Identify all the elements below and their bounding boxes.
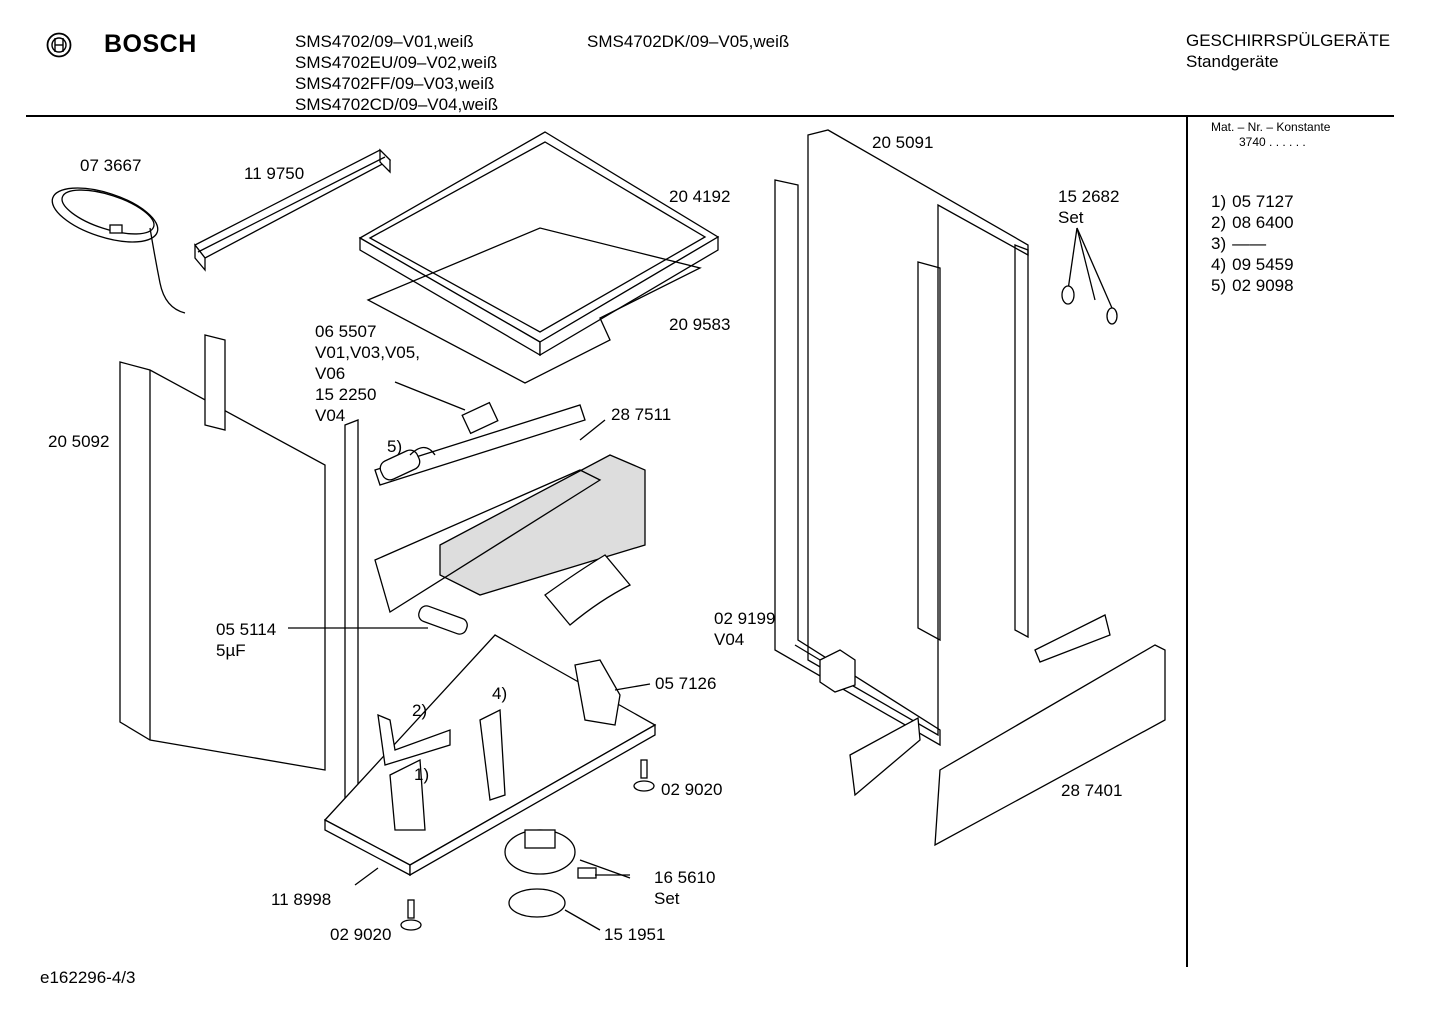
- model-list-primary: SMS4702/09–V01,weiß SMS4702EU/09–V02,wei…: [295, 31, 498, 115]
- part-label-119750: 11 9750: [244, 164, 305, 183]
- ref-label-5: 5): [387, 437, 403, 456]
- list-item-key: 2): [1211, 213, 1227, 232]
- control-housing-part: [374, 404, 646, 614]
- part-label-line: 15 2682: [1058, 187, 1120, 206]
- note-line: Mat. – Nr. – Konstante: [1211, 120, 1331, 134]
- switch-part: [461, 401, 499, 435]
- worktop-part: [358, 131, 720, 357]
- list-item-key: 5): [1211, 276, 1227, 295]
- part-label-line: V04: [315, 406, 346, 425]
- air-duct-part: [544, 554, 632, 626]
- list-item-value: ——: [1232, 234, 1267, 253]
- part-label-204192: 20 4192: [669, 187, 731, 206]
- part-label-205091: 20 5091: [872, 133, 934, 152]
- bosch-armature-icon: [46, 32, 72, 58]
- list-item-value: 02 9098: [1232, 276, 1294, 295]
- power-cord-part: [51, 187, 186, 314]
- part-label-205092: 20 5092: [48, 432, 110, 451]
- part-label-209583: 20 9583: [669, 315, 731, 334]
- category-title: GESCHIRRSPÜLGERÄTE Standgeräte: [1186, 30, 1390, 72]
- bracket-right-lower-part: [849, 716, 921, 797]
- part-label-029199: 02 9199 V04: [714, 608, 775, 650]
- part-label-055114: 05 5114 5µF: [216, 619, 276, 661]
- sidebar-divider: [1186, 117, 1188, 967]
- mounting-rail-part: [194, 148, 392, 272]
- list-item-key: 4): [1211, 255, 1227, 274]
- part-label-287401: 28 7401: [1061, 781, 1123, 800]
- leader-lines: [288, 381, 821, 931]
- relay-part: [819, 649, 856, 693]
- part-label-029020-right: 02 9020: [661, 780, 723, 799]
- ref-label-2: 2): [412, 701, 428, 720]
- front-frame-part: [204, 334, 359, 806]
- bracket-2-part: [377, 713, 451, 766]
- header-divider: [26, 115, 1394, 117]
- model-line: SMS4702DK/09–V05,weiß: [587, 32, 790, 51]
- adjustable-foot-right-part: [633, 759, 655, 792]
- note-line: 3740 . . . . . .: [1239, 135, 1306, 149]
- ref-label-1: 1): [414, 765, 430, 784]
- part-label-287511: 28 7511: [611, 405, 672, 424]
- list-item-value: 05 7127: [1232, 192, 1294, 211]
- material-number-note: Mat. – Nr. – Konstante 3740 . . . . . .: [1211, 120, 1330, 150]
- category-line: GESCHIRRSPÜLGERÄTE: [1186, 31, 1391, 50]
- list-item-key: 1): [1211, 192, 1227, 211]
- model-line: SMS4702CD/09–V04,weiß: [295, 95, 499, 114]
- part-label-line: V04: [714, 630, 745, 649]
- part-label-line: Set: [1058, 208, 1084, 227]
- list-item: 2) 08 6400: [1211, 212, 1294, 233]
- part-label-line: 02 9199: [714, 609, 776, 628]
- part-label-line: V01,V03,V05,: [315, 343, 420, 362]
- list-item-value: 08 6400: [1232, 213, 1294, 232]
- screw-set-part: [1061, 227, 1118, 325]
- pump-part: [504, 829, 597, 879]
- part-label-line: 16 5610: [654, 868, 716, 887]
- part-label-line: Set: [654, 889, 680, 908]
- part-label-line: 05 5114: [216, 620, 277, 639]
- part-label-152682: 15 2682 Set: [1058, 186, 1119, 228]
- frame-right-part: [774, 129, 1029, 747]
- model-list-secondary: SMS4702DK/09–V05,weiß: [587, 31, 789, 52]
- filter-disc-part: [508, 888, 566, 918]
- part-label-165610: 16 5610 Set: [654, 867, 715, 909]
- part-label-118998: 11 8998: [271, 890, 332, 909]
- reference-list: 1) 05 7127 2) 08 6400 3) —— 4) 09 5459 5) 02 …: [1211, 191, 1294, 296]
- list-item-key: 3): [1211, 234, 1227, 253]
- list-item: 3) ——: [1211, 233, 1294, 254]
- bracket-4-part: [479, 708, 506, 801]
- bracket-right-upper-part: [1034, 614, 1111, 663]
- insulation-mat-part: [366, 227, 702, 384]
- document-code: e162296-4/3: [40, 968, 136, 987]
- capacitor-part: [379, 446, 436, 481]
- category-subline: Standgeräte: [1186, 52, 1279, 71]
- bracket-1-part: [389, 758, 426, 831]
- part-label-line: V06: [315, 364, 346, 383]
- part-label-073667: 07 3667: [80, 156, 142, 175]
- list-item-value: 09 5459: [1232, 255, 1294, 274]
- plinth-part: [934, 644, 1166, 847]
- part-label-line: 5µF: [216, 641, 246, 660]
- part-label-029020-left: 02 9020: [330, 925, 392, 944]
- exploded-view-drawing: [51, 129, 1166, 931]
- model-line: SMS4702FF/09–V03,weiß: [295, 74, 495, 93]
- ref-label-4: 4): [492, 684, 508, 703]
- list-item: 1) 05 7127: [1211, 191, 1294, 212]
- bracket-057126-part: [574, 659, 621, 726]
- part-label-065507-group: 06 5507 V01,V03,V05, V06 15 2250 V04: [315, 321, 420, 426]
- part-label-line: 06 5507: [315, 322, 377, 341]
- model-line: SMS4702/09–V01,weiß: [295, 32, 474, 51]
- brand-logo-text: BOSCH: [104, 30, 197, 58]
- adjustable-foot-left-part: [400, 899, 422, 931]
- capacitor-5uf-part: [418, 605, 468, 635]
- part-label-057126: 05 7126: [655, 674, 717, 693]
- side-panel-left-part: [119, 361, 326, 771]
- model-line: SMS4702EU/09–V02,weiß: [295, 53, 498, 72]
- list-item: 5) 02 9098: [1211, 275, 1294, 296]
- part-label-line: 15 2250: [315, 385, 377, 404]
- part-label-151951: 15 1951: [604, 925, 666, 944]
- list-item: 4) 09 5459: [1211, 254, 1294, 275]
